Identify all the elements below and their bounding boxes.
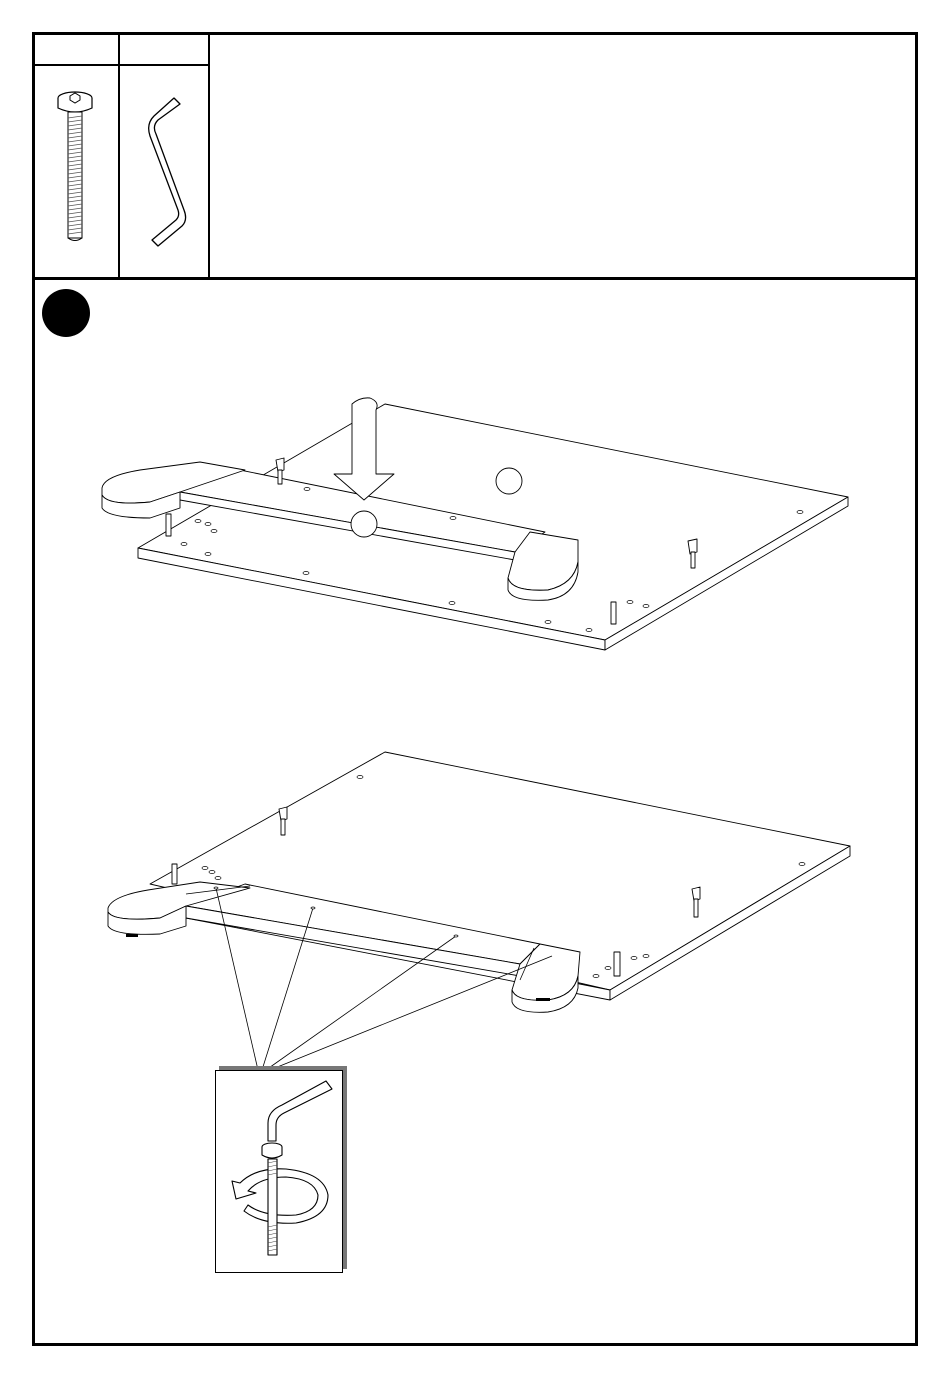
tighten-detail-box (215, 1070, 343, 1273)
tighten-detail-drawing (216, 1071, 342, 1271)
